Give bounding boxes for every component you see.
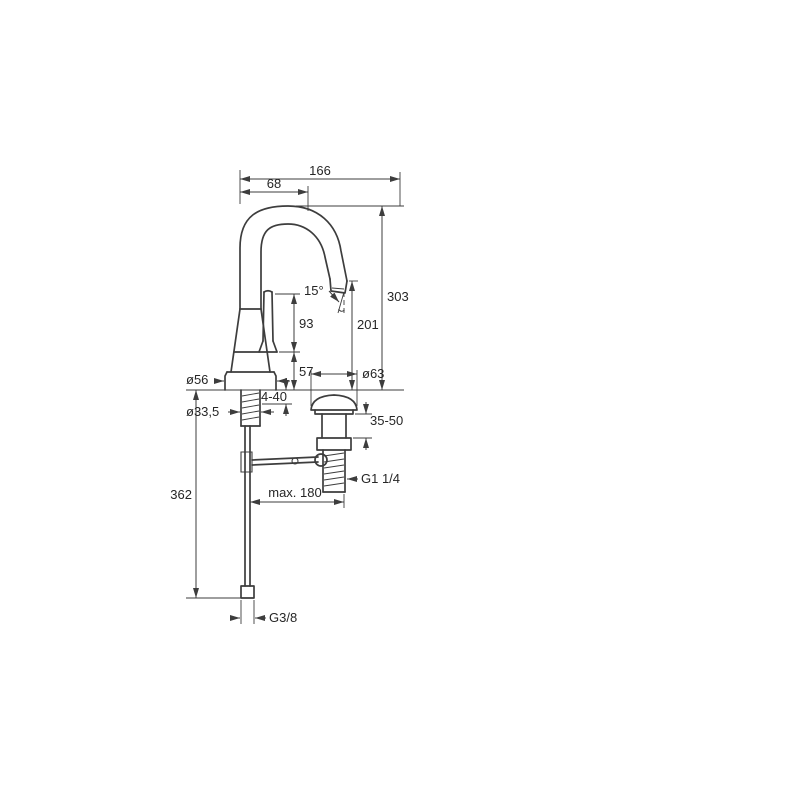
dim-shank-diameter-label: ø33,5 (186, 404, 219, 419)
dimension-lines (193, 176, 400, 621)
dimension-labels: 166 68 15° 303 201 93 57 ø56 ø63 ø33,5 4… (170, 163, 408, 625)
dim-spout-offset-label: 68 (267, 176, 281, 191)
dim-drain-thread-label: G1 1/4 (361, 471, 400, 486)
dim-outlet-angle-label: 15° (304, 283, 324, 298)
dim-base-height-label: 57 (299, 364, 313, 379)
dim-outlet-height-label: 201 (357, 317, 379, 332)
pull-rod-outline (240, 389, 328, 599)
dim-handle-height-label: 93 (299, 316, 313, 331)
dim-clamp-range-label: 35-50 (370, 413, 403, 428)
spout-outline (239, 205, 348, 310)
drain-assembly-outline (310, 394, 358, 493)
dim-deck-thickness-label: 4-40 (261, 389, 287, 404)
extension-lines (186, 170, 404, 624)
dim-supply-thread-label: G3/8 (269, 610, 297, 625)
dim-spout-reach-label: 166 (309, 163, 331, 178)
dim-drain-diameter-label: ø63 (362, 366, 384, 381)
dim-total-height-label: 303 (387, 289, 409, 304)
dim-rod-reach-label: max. 180 (268, 485, 321, 500)
dim-rod-length-label: 362 (170, 487, 192, 502)
dim-base-diameter-label: ø56 (186, 372, 208, 387)
faucet-body-outline (224, 289, 278, 391)
